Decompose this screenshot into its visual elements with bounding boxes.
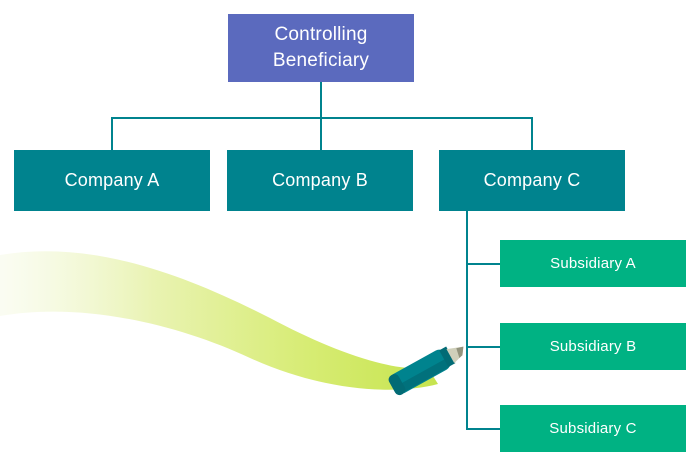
connector-stub-subsidiary-a [466, 263, 500, 265]
node-label: Subsidiary B [549, 338, 637, 355]
highlight-stroke [0, 251, 438, 390]
connector-stub-subsidiary-b [466, 346, 500, 348]
connector-root-vertical [320, 82, 322, 119]
node-label: Controlling Beneficiary [272, 24, 370, 71]
node-label: Subsidiary A [550, 255, 636, 272]
connector-subsidiaries-vertical [466, 211, 468, 430]
node-subsidiary-c: Subsidiary C [500, 405, 686, 452]
node-company-b: Company B [227, 150, 413, 211]
node-company-c: Company C [439, 150, 625, 211]
node-subsidiary-a: Subsidiary A [500, 240, 686, 287]
connector-stub-company-b [320, 117, 322, 150]
node-label: Company A [64, 170, 160, 190]
node-label: Subsidiary C [549, 420, 637, 437]
node-subsidiary-b: Subsidiary B [500, 323, 686, 370]
node-label: Company C [483, 170, 581, 190]
node-controlling-beneficiary: Controlling Beneficiary [228, 14, 414, 82]
connector-stub-company-c [531, 117, 533, 150]
node-label: Company B [272, 170, 368, 190]
connector-stub-subsidiary-c [466, 428, 500, 430]
highlighter-pen-icon [388, 346, 464, 396]
node-company-a: Company A [14, 150, 210, 211]
connector-stub-company-a [111, 117, 113, 150]
